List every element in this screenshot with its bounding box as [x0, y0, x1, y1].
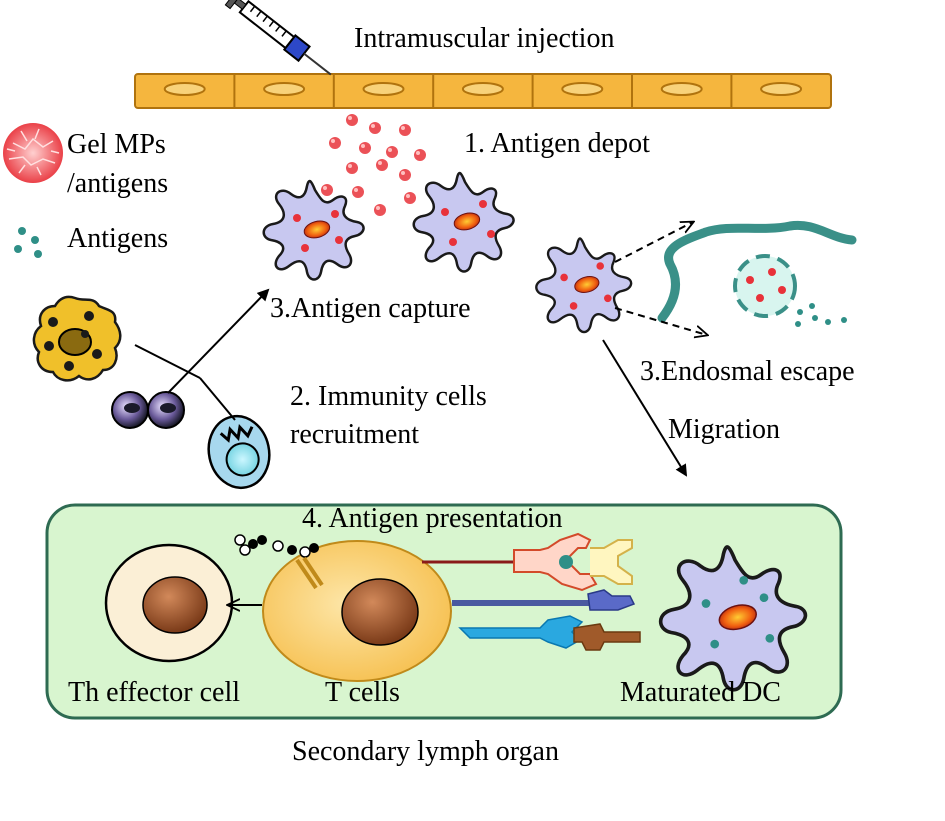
t-cells-label: T cells: [325, 677, 400, 708]
dendritic-cell-icon: [262, 179, 365, 281]
gel-particle: [376, 159, 388, 171]
depot-label: 1. Antigen depot: [464, 128, 650, 159]
neutrophil-icon: [207, 414, 271, 490]
migration-label: Migration: [668, 414, 780, 445]
migration-arrow: [602, 339, 688, 477]
gel-particle: [369, 122, 381, 134]
muscle-nucleus: [263, 82, 306, 96]
recruitment-label-2: recruitment: [290, 419, 419, 450]
legend-gel-label-2: /antigens: [67, 168, 168, 199]
gel-particle: [321, 184, 333, 196]
lymph-organ-label: Secondary lymph organ: [292, 736, 559, 767]
mhc-receptor-icon: [422, 532, 641, 651]
lymphocyte-icon: [111, 391, 185, 429]
th-cell-label: Th effector cell: [68, 677, 240, 708]
dashed-arrow: [614, 307, 707, 335]
connector-line: [199, 377, 236, 421]
muscle-tissue: [134, 73, 832, 109]
gel-particle: [404, 192, 416, 204]
muscle-nucleus: [660, 82, 703, 96]
legend-gel-label-1: Gel MPs: [67, 129, 166, 160]
endosomal-label: 3.Endosmal escape: [640, 356, 855, 387]
gel-particle: [359, 142, 371, 154]
gel-particle: [329, 137, 341, 149]
gel-particle: [374, 204, 386, 216]
gel-microparticle-icon: [3, 123, 63, 183]
dendritic-cell-icon: [658, 545, 808, 692]
dendritic-cell-icon: [412, 171, 515, 273]
cytokine-icon: [234, 534, 324, 590]
presentation-label: 4. Antigen presentation: [302, 503, 563, 534]
endosome-icon: [657, 220, 857, 327]
gel-particle: [386, 146, 398, 158]
syringe-icon: [224, 0, 332, 76]
gel-particle: [399, 124, 411, 136]
legend-antigens-label: Antigens: [67, 223, 168, 254]
dashed-arrow: [614, 222, 693, 263]
muscle-nucleus: [760, 82, 803, 96]
th-effector-cell-icon: [104, 543, 234, 663]
connector-line: [134, 344, 201, 379]
recruitment-label-1: 2. Immunity cells: [290, 381, 487, 412]
antigen-dots-icon: [14, 227, 42, 258]
gel-particle: [414, 149, 426, 161]
muscle-nucleus: [163, 82, 206, 96]
capture-label: 3.Antigen capture: [270, 293, 471, 324]
gel-particle: [399, 169, 411, 181]
gel-particle: [352, 186, 364, 198]
gel-particle: [346, 162, 358, 174]
macrophage-icon: [32, 295, 122, 382]
recruitment-arrow: [167, 288, 270, 394]
gel-particle: [346, 114, 358, 126]
dendritic-cell-icon: [535, 237, 633, 334]
muscle-nucleus: [461, 82, 504, 96]
dc-label: Maturated DC: [620, 677, 781, 708]
muscle-nucleus: [362, 82, 405, 96]
muscle-nucleus: [561, 82, 604, 96]
injection-label: Intramuscular injection: [354, 23, 614, 54]
